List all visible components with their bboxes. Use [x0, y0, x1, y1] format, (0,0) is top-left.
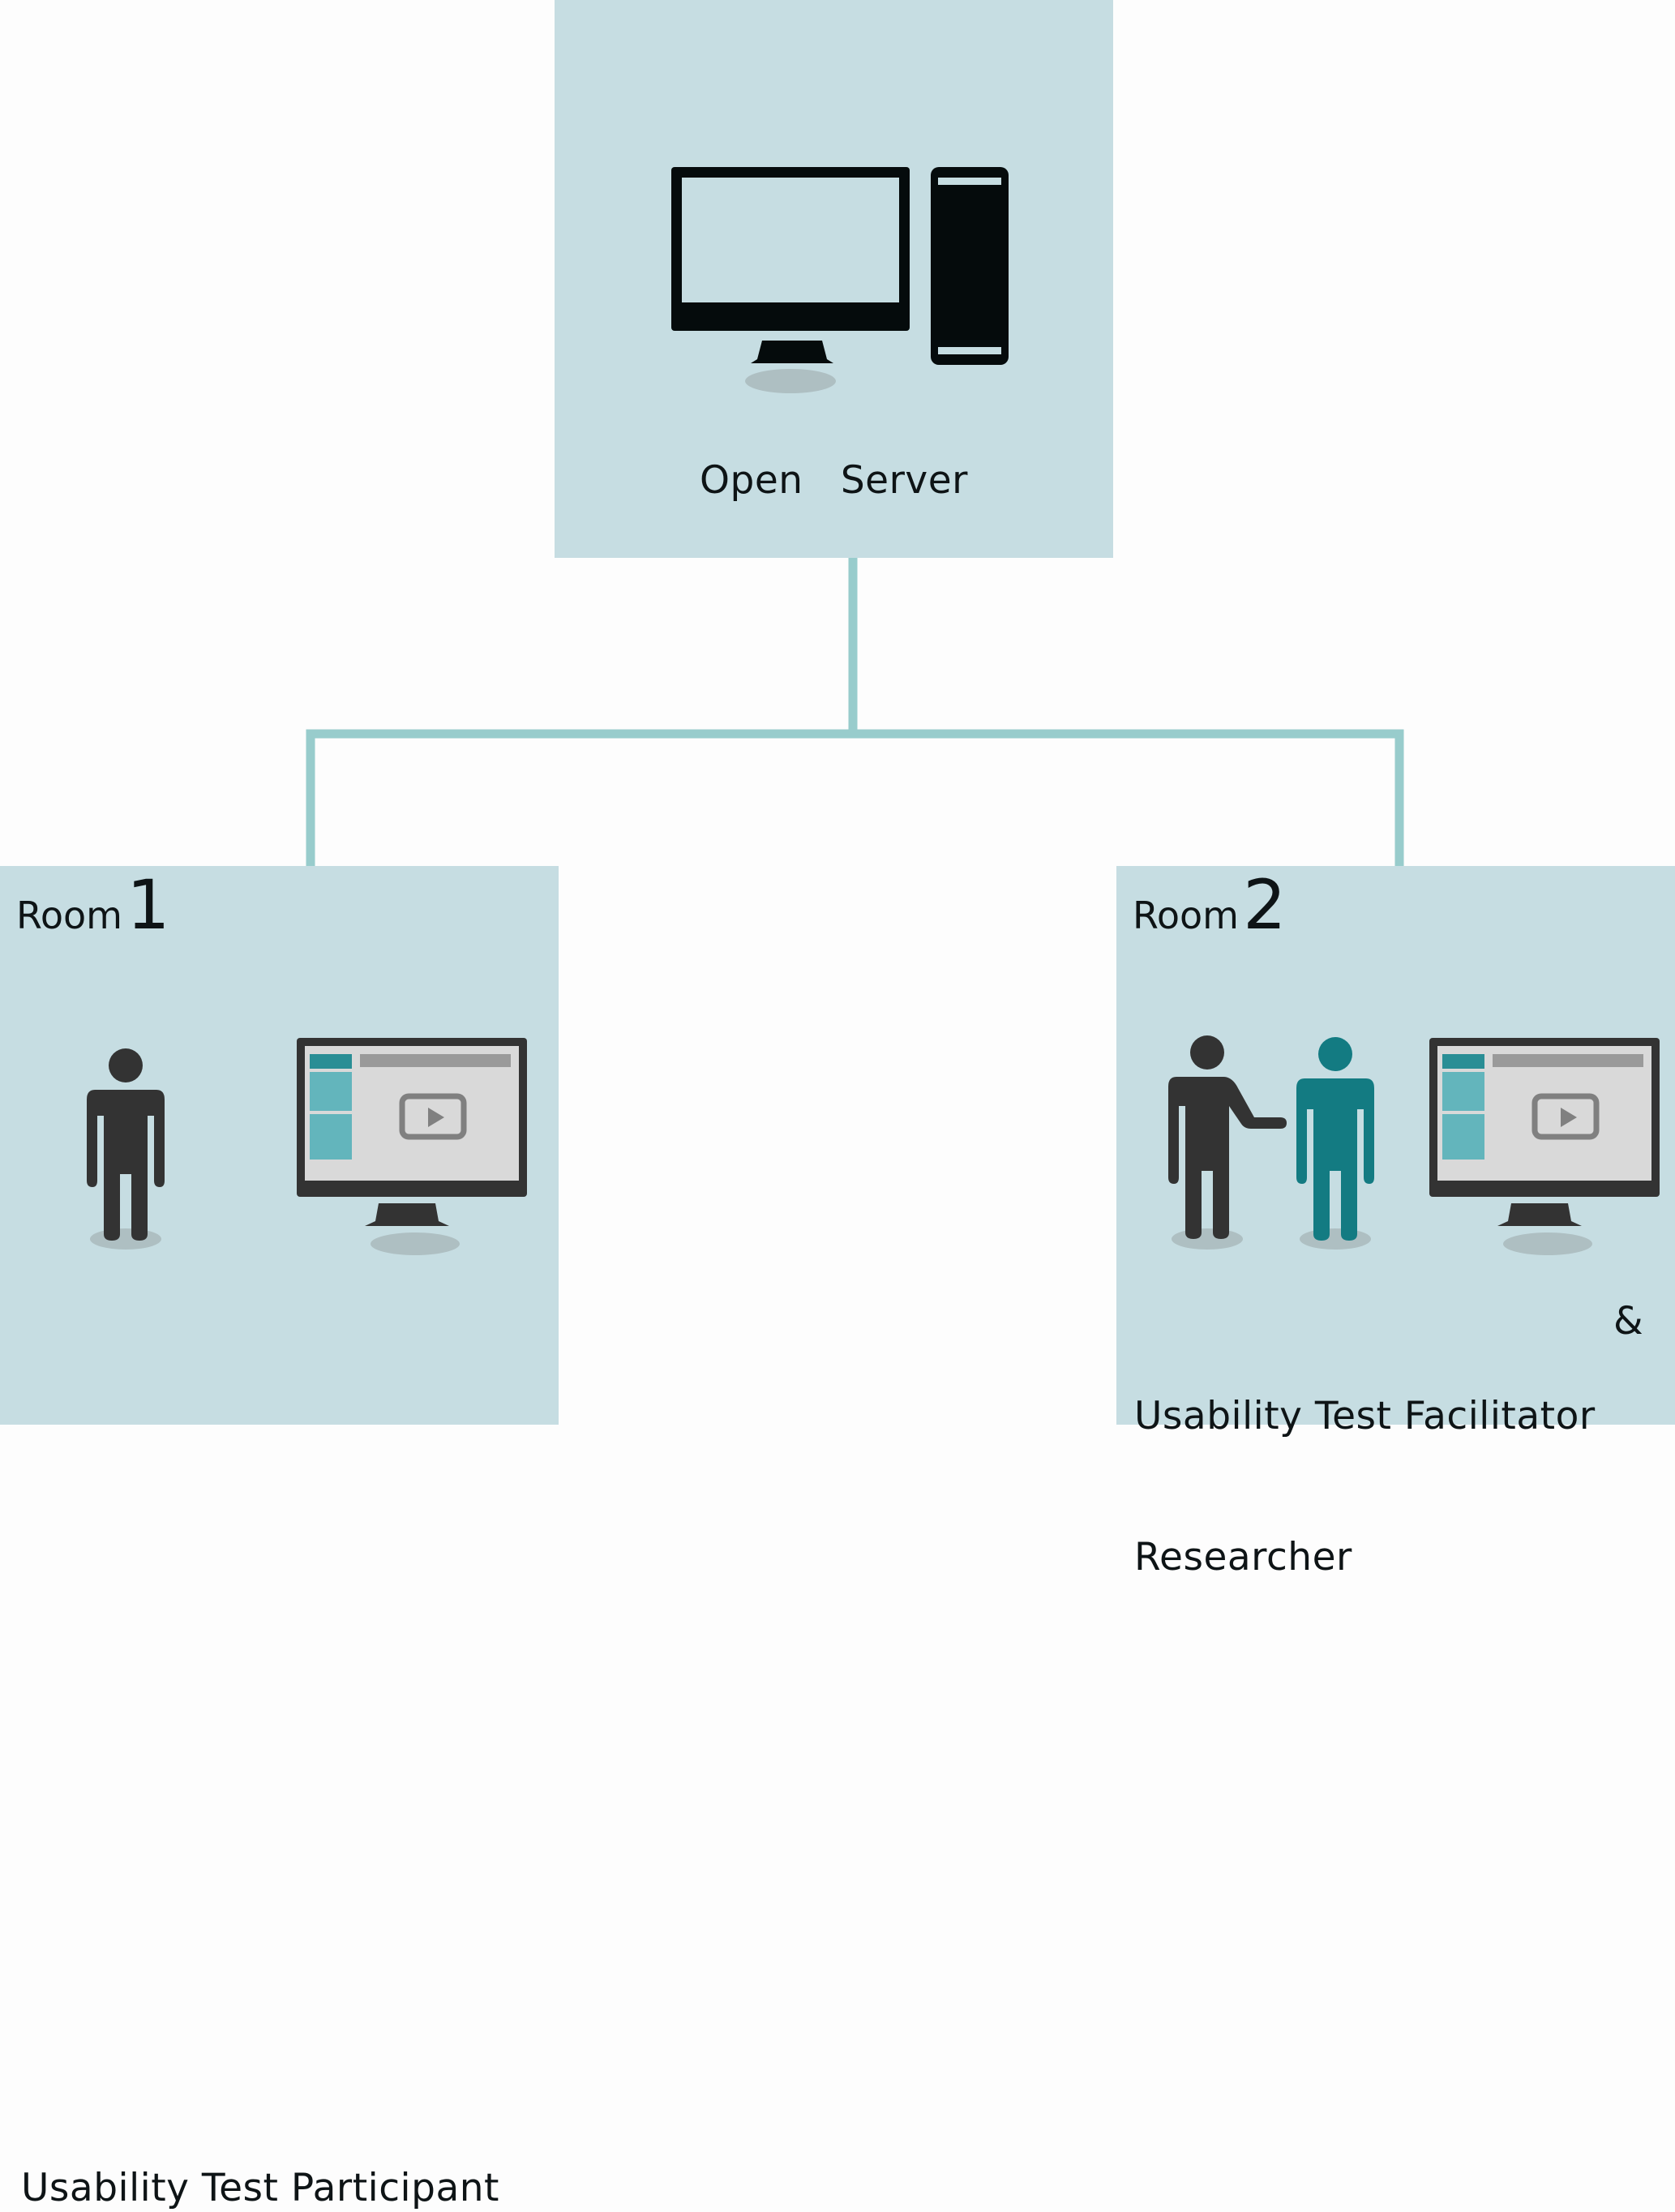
room1-title: Room 1	[16, 865, 170, 945]
room-word: Room	[1133, 894, 1239, 937]
pointing-person-icon	[1168, 1035, 1287, 1250]
connector-lines	[306, 558, 1404, 866]
connector-line	[306, 729, 1404, 866]
room2-description: Usability Test Facilitator Researcher	[1134, 1299, 1653, 1675]
room2-description-line1: Usability Test Facilitator	[1134, 1394, 1596, 1438]
room1-box: Usability Test Participant	[0, 866, 559, 2210]
room-number: 1	[126, 865, 170, 945]
room2-title: Room 2	[1133, 865, 1287, 945]
person-teal-icon	[1296, 1037, 1374, 1250]
ampersand: &	[1613, 1299, 1643, 1344]
room-number: 2	[1243, 865, 1287, 945]
room1-description: Usability Test Participant	[21, 2166, 499, 2210]
person-icon	[87, 1048, 165, 1250]
desktop-computer-icon	[671, 167, 1009, 393]
room2-description-line2: Researcher	[1134, 1535, 1352, 1580]
monitor-video-icon	[297, 1038, 527, 1255]
server-label: Open Server	[700, 458, 968, 503]
room2-box	[1116, 866, 1675, 1425]
monitor-video-icon	[1429, 1038, 1660, 1255]
server-box: Open Server	[555, 0, 1113, 558]
room-word: Room	[16, 894, 122, 937]
